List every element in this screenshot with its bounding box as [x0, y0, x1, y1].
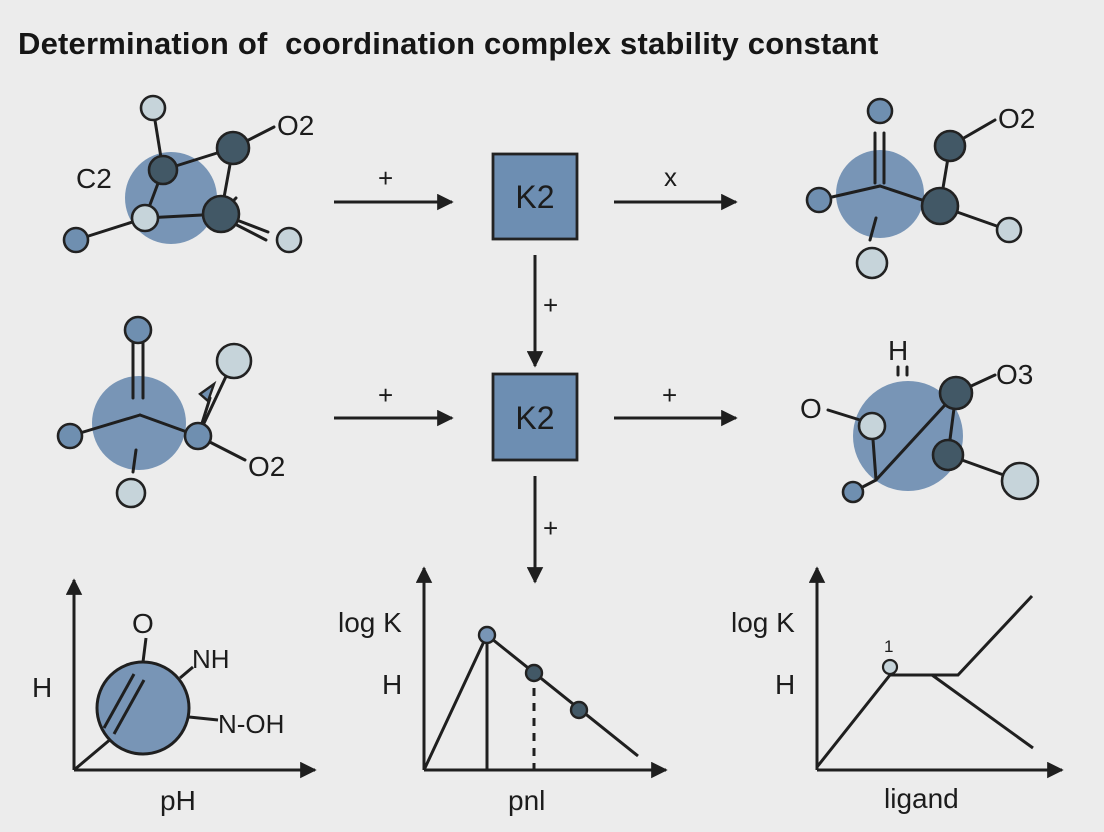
arrow-to-top-box: + [334, 163, 454, 211]
arrow-label: x [664, 162, 677, 192]
y-axis-label-top: log K [338, 607, 402, 638]
atom [56, 422, 84, 450]
atom [866, 97, 894, 125]
k-label: K2 [515, 179, 554, 215]
arrow-down-top: + [526, 255, 558, 368]
arrow-to-top-right: x [614, 162, 738, 211]
y-axis-label: H [382, 669, 402, 700]
arrow-label: + [543, 513, 558, 543]
arrow-to-mid-box: + [334, 380, 454, 427]
data-point [524, 663, 544, 683]
atom [139, 94, 167, 122]
x-axis-label: ligand [884, 783, 959, 814]
atom [841, 480, 865, 504]
wedge-bond [198, 380, 217, 404]
top-k-box: K2 [491, 152, 579, 241]
arrow-down-bottom: + [526, 476, 558, 584]
molecule-top-left: C2 O2 [62, 94, 314, 254]
atom [931, 438, 965, 472]
y-axis-label: H [775, 669, 795, 700]
graph-left: H O NH N-OH pH [32, 578, 317, 816]
atom [123, 315, 153, 345]
label-o: O [800, 393, 822, 424]
curve [815, 594, 1034, 768]
arrow-label: + [543, 290, 558, 320]
atom-o-label: O [132, 608, 154, 639]
molecule-top-right: O2 [805, 97, 1035, 280]
atom [933, 129, 967, 163]
atom-noh-label: N-OH [218, 709, 284, 739]
atom [183, 421, 213, 451]
x-axis-label: pnl [508, 785, 545, 816]
atom [938, 375, 974, 411]
arrow-label: + [662, 380, 677, 410]
atom [920, 186, 960, 226]
molecule-mid-left: O2 [56, 315, 285, 509]
y-axis-label: H [32, 672, 52, 703]
complex-core [836, 150, 924, 238]
atom [275, 226, 303, 254]
label-o2: O2 [277, 110, 314, 141]
data-point [881, 658, 899, 676]
point-label: 1 [884, 637, 893, 656]
label-o2: O2 [248, 451, 285, 482]
curve-branch [931, 673, 1034, 750]
atom [115, 477, 147, 509]
atom [215, 130, 251, 166]
atom [62, 226, 90, 254]
data-point [477, 625, 497, 645]
graph-right: 1 log K H ligand [731, 566, 1064, 814]
atom [995, 216, 1023, 244]
label-c2: C2 [76, 163, 112, 194]
label-h: H [888, 335, 908, 366]
atom [805, 186, 833, 214]
atom [201, 194, 241, 234]
arrow-to-mid-right: + [614, 380, 738, 427]
atom-circle [95, 660, 191, 756]
atom [1000, 461, 1040, 501]
atom [130, 203, 160, 233]
label-o2: O2 [998, 103, 1035, 134]
x-axis-label: pH [160, 785, 196, 816]
arrow-label: + [378, 380, 393, 410]
atom [857, 411, 887, 441]
data-point [569, 700, 589, 720]
arrow-label: + [378, 163, 393, 193]
label-o3: O3 [996, 359, 1033, 390]
y-axis-label-top: log K [731, 607, 795, 638]
diagram-title: Determination of coordination complex st… [18, 26, 879, 61]
atom [215, 342, 253, 380]
complex-core [92, 376, 186, 470]
k-label: K2 [515, 400, 554, 436]
mid-k-box: K2 [491, 372, 579, 462]
atom [147, 154, 179, 186]
atom-nh-label: NH [192, 644, 230, 674]
graph-middle: log K H pnl [338, 566, 668, 816]
molecule-mid-right: H O O3 [800, 335, 1040, 504]
curve [422, 632, 639, 771]
atom [855, 246, 889, 280]
